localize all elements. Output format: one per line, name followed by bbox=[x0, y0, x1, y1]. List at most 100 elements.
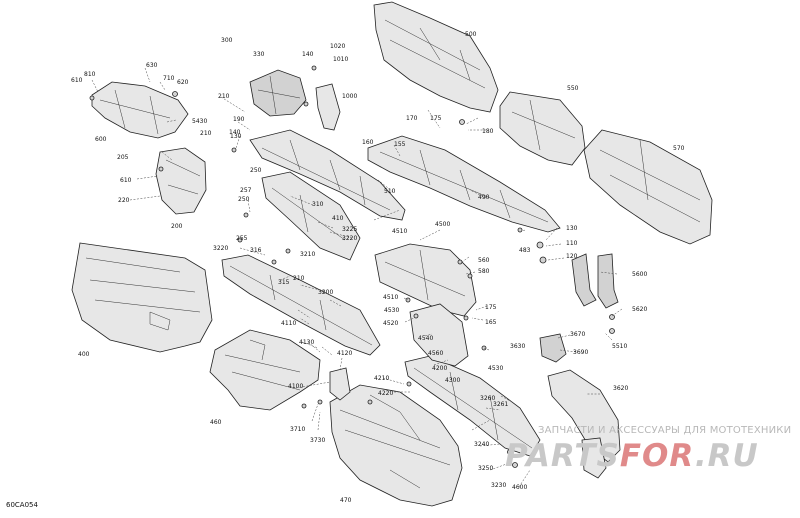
fasteners bbox=[89, 65, 615, 468]
callout-label: 4130 bbox=[299, 339, 314, 346]
callout-label: 160 bbox=[362, 139, 374, 146]
callout-label: 4530 bbox=[488, 365, 503, 372]
figure-id: 60CA054 bbox=[6, 501, 38, 509]
callout-label: 210 bbox=[293, 275, 305, 282]
callout-label: 410 bbox=[332, 215, 344, 222]
callout-label: 210 bbox=[200, 130, 212, 137]
callout-label: 610 bbox=[71, 77, 83, 84]
callout-label: 3630 bbox=[510, 343, 525, 350]
panel-part-460 bbox=[209, 329, 321, 411]
cover-part-550 bbox=[499, 91, 586, 166]
callout-label: 316 bbox=[250, 247, 262, 254]
cover-part-3710 bbox=[329, 367, 351, 401]
watermark-logo-parts: PARTS bbox=[505, 438, 620, 474]
callout-label: 620 bbox=[177, 79, 189, 86]
callout-label: 560 bbox=[478, 257, 490, 264]
callout-labels: 300 330 140 1020 1010 1000 630 610 810 7… bbox=[71, 31, 685, 504]
callout-label: 180 bbox=[482, 128, 494, 135]
watermark-logo-ru: .RU bbox=[694, 438, 759, 474]
tube-part-3620 bbox=[547, 369, 621, 479]
callout-label: 330 bbox=[253, 51, 265, 58]
callout-label: 3620 bbox=[613, 385, 628, 392]
callout-label: 3220 bbox=[213, 245, 228, 252]
cover-part-500 bbox=[373, 1, 499, 113]
callout-label: 3210 bbox=[300, 251, 315, 258]
callout-label: 600 bbox=[95, 136, 107, 143]
callout-label: 3225 bbox=[342, 226, 357, 233]
callout-label: 490 bbox=[478, 194, 490, 201]
bracket-part-600 bbox=[91, 81, 189, 139]
callout-label: 4120 bbox=[337, 350, 352, 357]
callout-label: 4510 bbox=[392, 228, 407, 235]
callout-label: 140 bbox=[302, 51, 314, 58]
callout-label: 3250 bbox=[478, 465, 493, 472]
callout-label: 483 bbox=[519, 247, 531, 254]
callout-label: 4300 bbox=[445, 377, 460, 384]
callout-label: 1000 bbox=[342, 93, 357, 100]
callout-label: 630 bbox=[146, 62, 158, 69]
bracket-part-4200 bbox=[409, 303, 469, 367]
callout-label: 460 bbox=[210, 419, 222, 426]
callout-label: 220 bbox=[118, 197, 130, 204]
callout-label: 257 bbox=[240, 187, 252, 194]
callout-label: 205 bbox=[117, 154, 129, 161]
callout-label: 210 bbox=[218, 93, 230, 100]
leader-lines bbox=[91, 67, 623, 488]
callout-label: 810 bbox=[84, 71, 96, 78]
frame-part-150 bbox=[367, 135, 561, 233]
callout-label: 110 bbox=[566, 240, 578, 247]
callout-label: 165 bbox=[485, 319, 497, 326]
frame-part-250 bbox=[249, 129, 406, 221]
panel-part-400 bbox=[71, 242, 213, 353]
rail-part-4300 bbox=[404, 355, 541, 457]
callout-label: 3710 bbox=[290, 426, 305, 433]
callout-label: 4530 bbox=[384, 307, 399, 314]
bracket-part-200 bbox=[155, 147, 207, 215]
callout-label: 1020 bbox=[330, 43, 345, 50]
callout-label: 200 bbox=[171, 223, 183, 230]
callout-label: 1010 bbox=[333, 56, 348, 63]
callout-label: 3690 bbox=[573, 349, 588, 356]
callout-label: 190 bbox=[233, 116, 245, 123]
callout-label: 470 bbox=[340, 497, 352, 504]
callout-label: 4500 bbox=[435, 221, 450, 228]
mount-part-330 bbox=[249, 69, 307, 117]
callout-label: 5510 bbox=[612, 343, 627, 350]
callout-label: 5600 bbox=[632, 271, 647, 278]
handle-part-5600 bbox=[571, 253, 619, 309]
callout-label: 300 bbox=[221, 37, 233, 44]
callout-label: 550 bbox=[567, 85, 579, 92]
callout-label: 155 bbox=[394, 141, 406, 148]
callout-label: 310 bbox=[312, 201, 324, 208]
frame-part-250b bbox=[261, 171, 361, 261]
callout-label: 3730 bbox=[310, 437, 325, 444]
panel-part-470 bbox=[329, 384, 463, 507]
callout-label: 500 bbox=[465, 31, 477, 38]
callout-label: 250 bbox=[250, 167, 262, 174]
callout-label: 3200 bbox=[318, 289, 333, 296]
callout-label: 4100 bbox=[288, 383, 303, 390]
callout-label: 120 bbox=[566, 253, 578, 260]
callout-label: 3260 bbox=[480, 395, 495, 402]
callout-label: 710 bbox=[163, 75, 175, 82]
callout-label: 610 bbox=[120, 177, 132, 184]
cover-part-570 bbox=[583, 129, 713, 245]
callout-label: 400 bbox=[78, 351, 90, 358]
callout-label: 255 bbox=[236, 235, 248, 242]
callout-label: 4600 bbox=[512, 484, 527, 491]
callout-label: 4540 bbox=[418, 335, 433, 342]
callout-label: 3230 bbox=[491, 482, 506, 489]
callout-label: 3670 bbox=[570, 331, 585, 338]
callout-label: 4520 bbox=[383, 320, 398, 327]
callout-label: 315 bbox=[278, 279, 290, 286]
callout-label: 3220 bbox=[342, 235, 357, 242]
watermark-logo-for: FOR bbox=[619, 438, 695, 474]
frame-part-4500 bbox=[374, 243, 477, 317]
rail-part-3200 bbox=[221, 254, 381, 356]
callout-label: 580 bbox=[478, 268, 490, 275]
bracket-part-3670 bbox=[539, 333, 567, 363]
callout-label: 4210 bbox=[374, 375, 389, 382]
callout-label: 170 bbox=[406, 115, 418, 122]
